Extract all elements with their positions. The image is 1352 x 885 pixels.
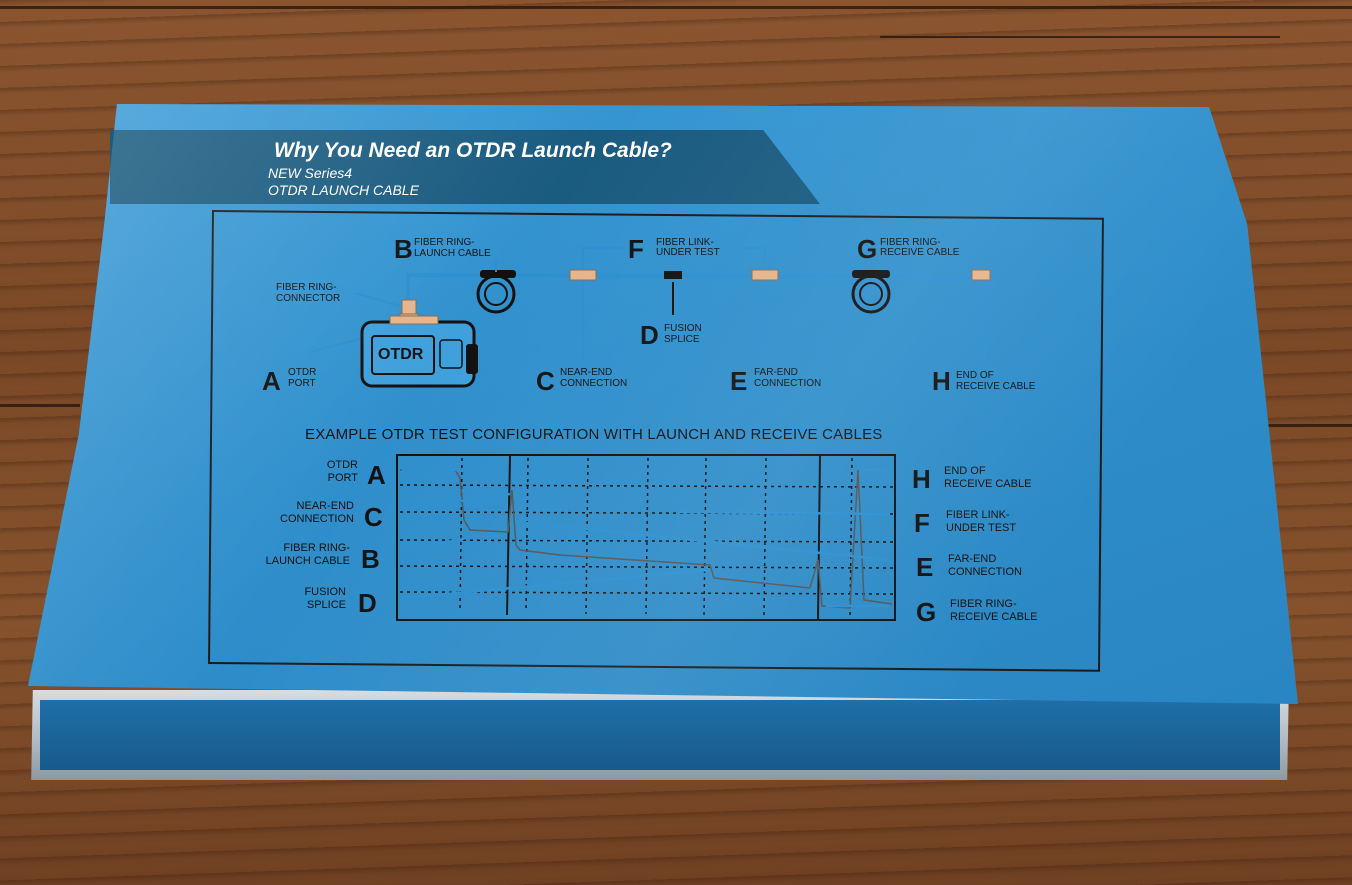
example-section-title: EXAMPLE OTDR TEST CONFIGURATION WITH LAU… <box>305 426 883 443</box>
label-c-letter: C <box>536 366 555 396</box>
legend-right-g-letter: G <box>916 597 937 627</box>
label-h-letter: H <box>932 366 951 396</box>
label-f-text1: FIBER LINK- <box>656 237 714 248</box>
title-banner <box>110 130 820 204</box>
legend-right-f-line1: FIBER LINK- <box>946 509 1010 521</box>
far-end-connector-icon <box>751 269 779 281</box>
launch-spool-icon <box>476 274 516 314</box>
legend-right-g-line2: RECEIVE CABLE <box>950 611 1038 623</box>
end-connector-icon <box>971 269 991 281</box>
legend-left-a-line2: PORT <box>327 472 358 484</box>
label-b-text2: LAUNCH CABLE <box>414 248 491 259</box>
label-c-text1: NEAR-END <box>560 367 613 378</box>
legend-right-h-line2: RECEIVE CABLE <box>944 478 1032 490</box>
label-d-text1: FUSION <box>664 323 702 334</box>
fusion-splice-icon <box>664 271 682 279</box>
legend-right-e-line2: CONNECTION <box>948 566 1022 578</box>
label-g-letter: G <box>857 234 878 264</box>
label-d-letter: D <box>640 320 659 350</box>
legend-left-b-line2: LAUNCH CABLE <box>265 555 350 567</box>
near-end-connector-icon <box>569 269 597 281</box>
legend-right-h-text: END OF RECEIVE CABLE <box>944 465 1031 491</box>
label-e-text2: CONNECTION <box>754 378 822 389</box>
legend-right-e-line1: FAR-END <box>948 553 997 565</box>
label-e-letter: E <box>730 366 748 396</box>
plank-seam <box>1250 424 1352 427</box>
label-e-text1: FAR-END <box>754 367 798 378</box>
legend-left-a-letter: A <box>367 460 386 490</box>
legend-right-h-line1: END OF <box>944 465 986 477</box>
legend-right-h-letter: H <box>912 464 931 494</box>
fiber-line <box>406 272 991 305</box>
otdr-trace-frame <box>396 454 896 621</box>
legend-left-c-line1: NEAR-END <box>296 500 354 512</box>
label-a-text2: PORT <box>288 378 316 389</box>
label-a-text1: OTDR <box>288 367 317 378</box>
label-connector-text2: CONNECTOR <box>276 293 341 304</box>
plank-seam <box>880 36 1280 38</box>
label-h-text1: END OF <box>956 370 994 381</box>
label-b-letter: B <box>394 234 413 264</box>
legend-left-d-text: FUSION SPLICE <box>238 586 346 612</box>
label-g-text2: RECEIVE CABLE <box>880 247 960 258</box>
label-a-letter: A <box>262 366 281 396</box>
legend-right-g-text: FIBER RING- RECEIVE CABLE <box>950 598 1037 624</box>
otdr-trace-curve <box>400 469 893 609</box>
legend-left-b-line1: FIBER RING- <box>283 542 350 554</box>
box-side-print <box>40 700 1280 770</box>
legend-left-a-line1: OTDR <box>326 459 358 471</box>
legend-left-d-line1: FUSION <box>304 586 346 598</box>
legend-left-d-letter: D <box>358 588 377 618</box>
legend-left-c-text: NEAR-END CONNECTION <box>246 500 354 526</box>
trace-pointers <box>401 468 891 608</box>
label-b-text1: FIBER RING- <box>414 237 475 248</box>
otdr-device-label: OTDR <box>378 346 424 363</box>
legend-right-e-text: FAR-END CONNECTION <box>948 553 1022 579</box>
banner-title: Why You Need an OTDR Launch Cable? <box>274 139 672 162</box>
legend-right-f-letter: F <box>914 508 930 538</box>
plank-seam <box>0 404 80 407</box>
legend-left-d-line2: SPLICE <box>306 599 346 611</box>
ring-connector-icon <box>401 299 417 315</box>
label-c-text2: CONNECTION <box>560 378 628 389</box>
legend-left-a-text: OTDR PORT <box>250 459 358 485</box>
legend-right-g-line1: FIBER RING- <box>950 598 1017 610</box>
label-f-letter: F <box>628 234 644 264</box>
legend-right-f-line2: UNDER TEST <box>946 522 1017 534</box>
plank-seam <box>0 6 1352 9</box>
legend-left-b-text: FIBER RING- LAUNCH CABLE <box>242 542 350 568</box>
legend-right-f-text: FIBER LINK- UNDER TEST <box>946 509 1016 535</box>
legend-left-c-line2: CONNECTION <box>280 513 354 525</box>
legend-left-c-letter: C <box>364 502 383 532</box>
label-connector-text1: FIBER RING- <box>276 282 337 293</box>
banner-subtitle-line1: NEW Series4 <box>268 165 353 181</box>
label-h-text2: RECEIVE CABLE <box>956 381 1036 392</box>
legend-left-b-letter: B <box>361 544 380 574</box>
banner-subtitle-line2: OTDR LAUNCH CABLE <box>268 182 419 198</box>
label-f-text2: UNDER TEST <box>656 247 720 258</box>
receive-spool-icon <box>851 274 891 314</box>
label-g-text1: FIBER RING- <box>880 237 941 248</box>
label-d-text2: SPLICE <box>664 334 700 345</box>
box-lid <box>28 104 1298 704</box>
legend-right-e-letter: E <box>916 552 934 582</box>
